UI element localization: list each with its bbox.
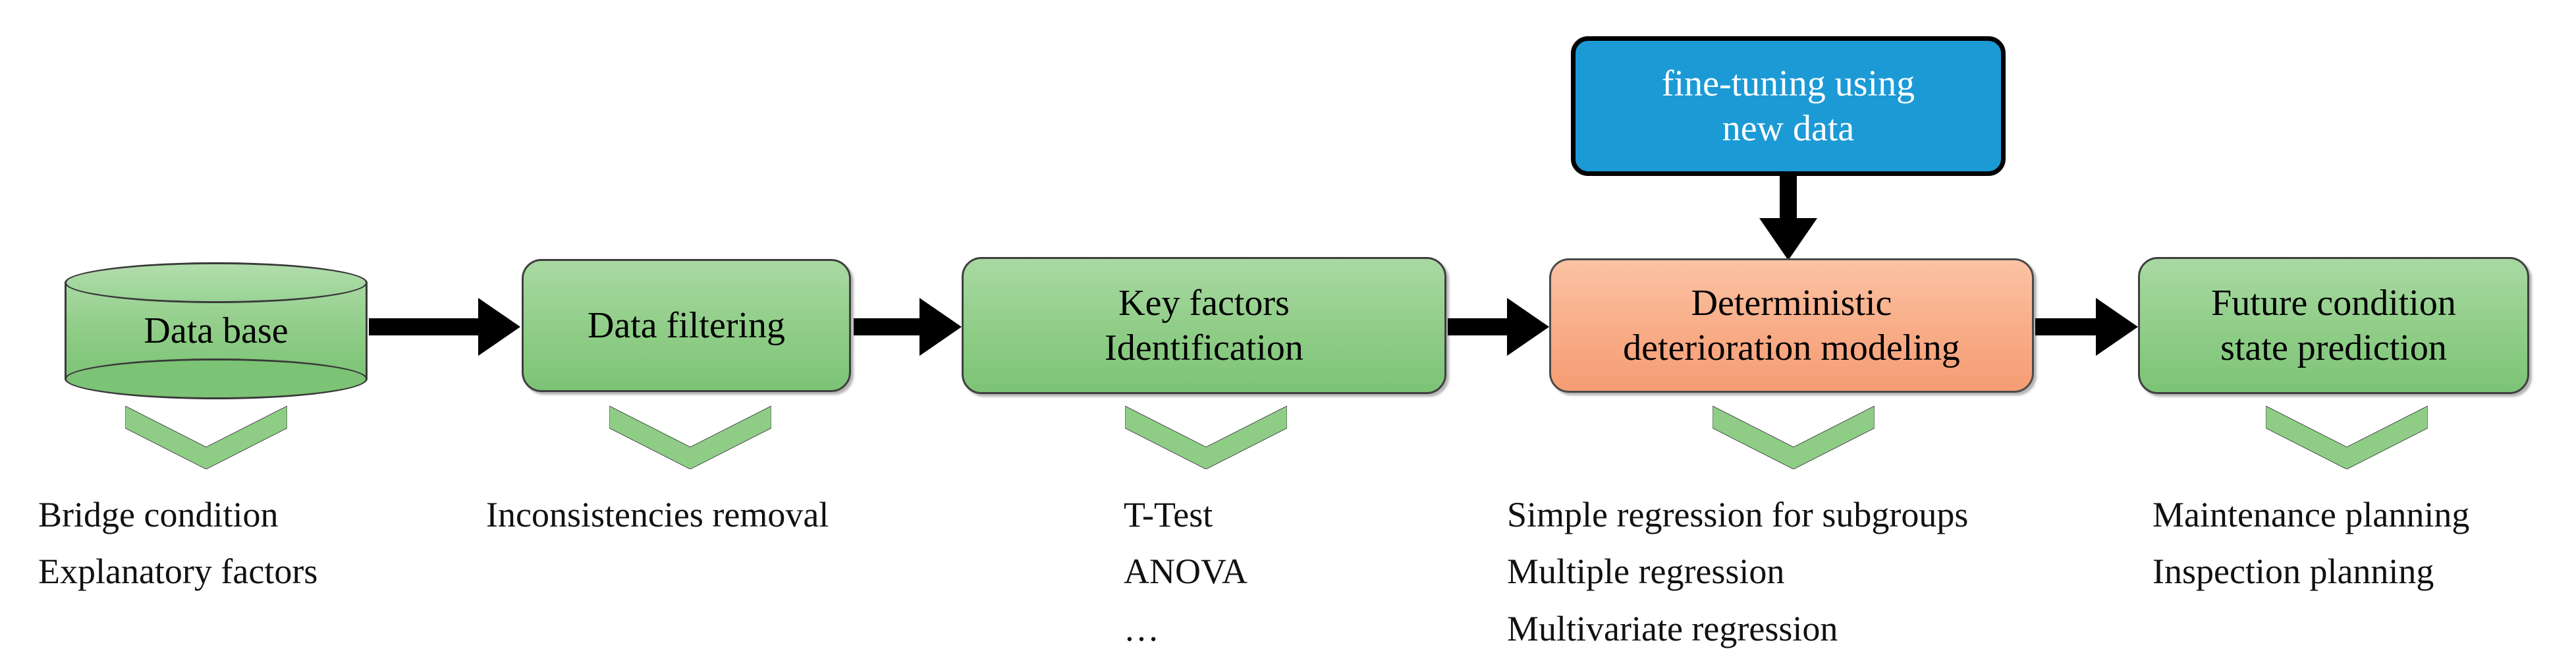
caption-line: Multiple regression — [1507, 552, 1785, 592]
cylinder-bottom-ellipse — [65, 358, 368, 399]
node-future-state-label: Future condition state prediction — [2211, 282, 2456, 368]
caption-line: … — [1124, 608, 1159, 648]
chevron-data-filtering — [609, 406, 771, 469]
caption-key-factors: T-Test ANOVA … — [1124, 486, 1247, 657]
arrow-shaft — [1448, 318, 1510, 335]
node-deterministic-deterioration-modeling[interactable]: Deterministic deterioration modeling — [1549, 258, 2034, 393]
arrow-deterministic-to-future-state — [2035, 297, 2138, 357]
chevron-database — [125, 406, 287, 469]
caption-line: Inspection planning — [2152, 552, 2434, 592]
caption-line: Simple regression for subgroups — [1507, 495, 1969, 534]
arrow-shaft — [2035, 318, 2098, 335]
caption-line: Bridge condition — [38, 495, 279, 534]
node-key-factors-label: Key factors Identification — [1105, 282, 1303, 368]
arrow-head — [1507, 298, 1549, 356]
caption-line: T-Test — [1124, 495, 1213, 534]
chevron-deterministic — [1713, 406, 1875, 469]
arrow-database-to-data-filtering — [369, 297, 520, 357]
node-deterministic-label: Deterministic deterioration modeling — [1623, 282, 1960, 368]
node-fine-tuning[interactable]: fine-tuning using new data — [1571, 36, 2006, 176]
node-key-factors[interactable]: Key factors Identification — [962, 257, 1446, 394]
arrow-head — [919, 298, 962, 356]
caption-line: Maintenance planning — [2152, 495, 2470, 534]
caption-line: ANOVA — [1124, 552, 1248, 592]
chevron-key-factors — [1125, 406, 1287, 469]
caption-line: Explanatory factors — [38, 552, 318, 592]
caption-future-state: Maintenance planning Inspection planning — [2152, 486, 2469, 600]
cylinder-top-ellipse — [65, 262, 368, 303]
arrow-data-filtering-to-key-factors — [854, 297, 962, 357]
chevron-future-state — [2266, 406, 2428, 469]
node-fine-tuning-label: fine-tuning using new data — [1661, 63, 1915, 149]
arrow-head — [478, 298, 520, 356]
node-database-label: Data base — [144, 310, 288, 351]
caption-deterministic: Simple regression for subgroups Multiple… — [1507, 486, 1968, 657]
arrow-shaft — [369, 318, 481, 335]
arrow-shaft — [854, 318, 922, 335]
node-future-condition-state-prediction[interactable]: Future condition state prediction — [2138, 257, 2529, 394]
node-data-filtering[interactable]: Data filtering — [522, 259, 851, 392]
node-data-filtering-label: Data filtering — [587, 304, 786, 346]
arrow-key-factors-to-deterministic — [1448, 297, 1549, 357]
arrow-head — [1759, 218, 1817, 260]
arrow-shaft — [1780, 176, 1797, 223]
caption-database: Bridge condition Explanatory factors — [38, 486, 317, 600]
arrow-head — [2096, 298, 2138, 356]
node-database[interactable]: Data base — [65, 262, 368, 399]
caption-data-filtering: Inconsistencies removal — [486, 486, 829, 543]
caption-line: Multivariate regression — [1507, 608, 1838, 648]
arrow-fine-tuning-to-deterministic — [1759, 176, 1818, 260]
caption-line: Inconsistencies removal — [486, 495, 829, 534]
